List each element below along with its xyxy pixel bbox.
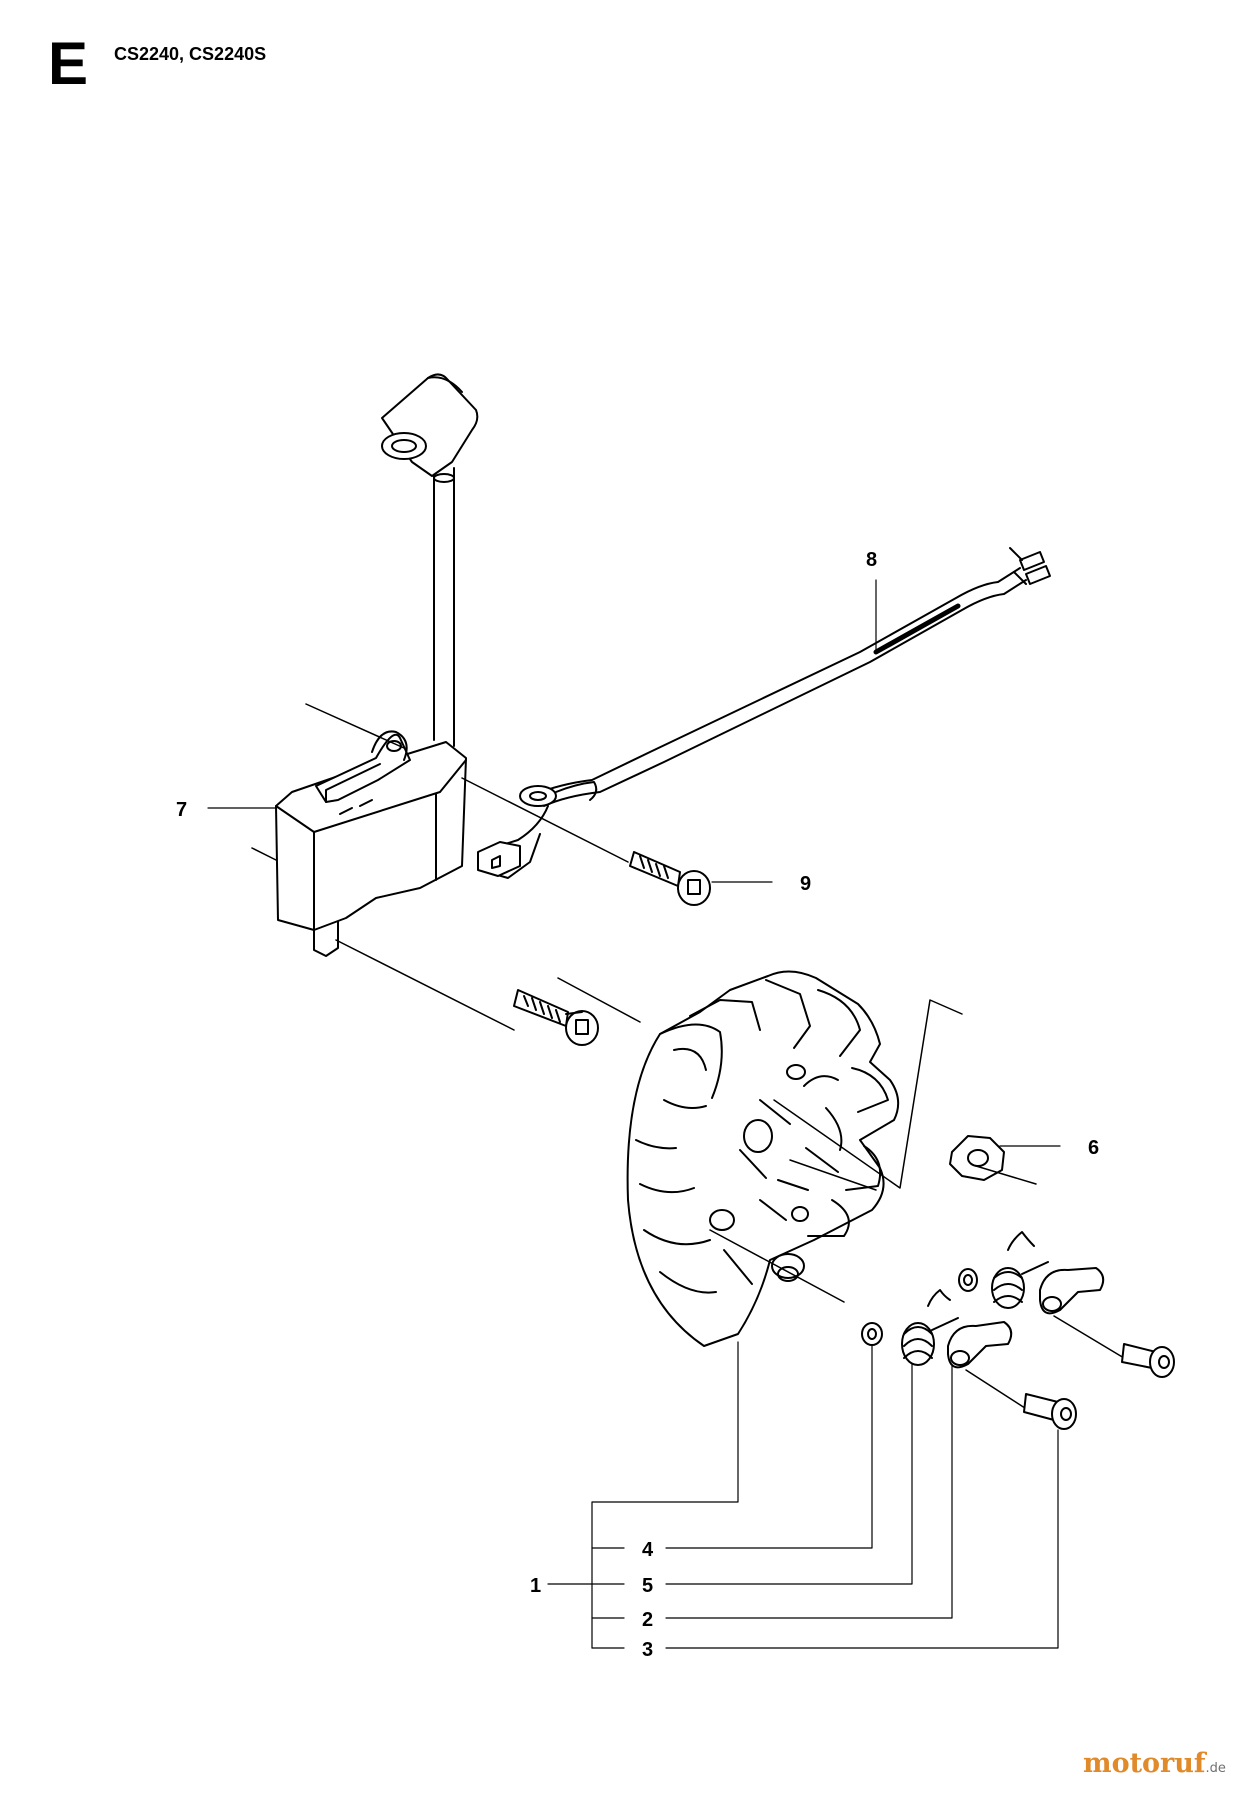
callout-3: 3 — [642, 1639, 653, 1661]
callout-8: 8 — [866, 549, 877, 571]
callout-5: 5 — [642, 1575, 653, 1597]
model-numbers: CS2240, CS2240S — [114, 44, 267, 64]
coil-screw-lower — [335, 939, 599, 1046]
ground-wire — [461, 547, 1051, 879]
watermark-logo: motoruf.de — [1083, 1748, 1226, 1779]
callout-6: 6 — [1088, 1137, 1099, 1159]
coil-screw-upper — [629, 851, 711, 906]
callout-2: 2 — [642, 1609, 653, 1631]
pawl-assembly-lower — [861, 1289, 1077, 1430]
flywheel-nut — [949, 1135, 1037, 1185]
flywheel — [557, 970, 963, 1347]
ignition-coil — [251, 373, 479, 957]
watermark-text: motoruf — [1083, 1748, 1206, 1779]
section-letter: E — [48, 30, 89, 97]
callout-4: 4 — [642, 1539, 654, 1561]
leader-lines — [207, 579, 1061, 1649]
callout-7: 7 — [176, 799, 187, 821]
watermark-tld: .de — [1205, 1761, 1226, 1776]
callout-9: 9 — [800, 873, 811, 895]
pawl-assembly-upper — [958, 1231, 1175, 1378]
callout-1: 1 — [530, 1575, 541, 1597]
